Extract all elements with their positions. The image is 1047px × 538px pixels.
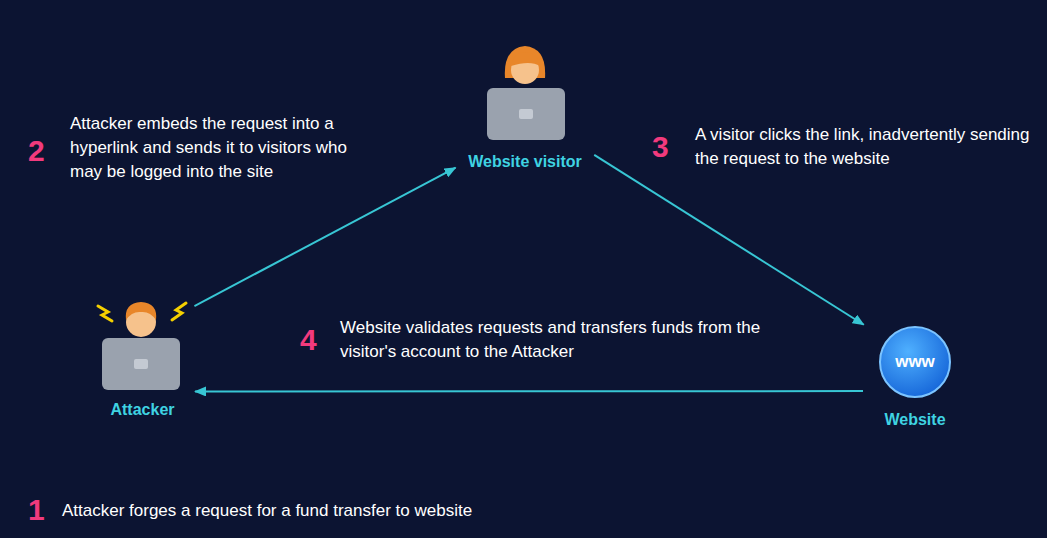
flow-arrow (194, 168, 455, 306)
callout-number: 1 (28, 493, 45, 527)
callout-number: 3 (652, 130, 669, 164)
flow-arrow (195, 390, 863, 392)
node-label: Website visitor (460, 152, 590, 172)
flow-arrow (594, 155, 864, 325)
globe-text: www (875, 350, 955, 374)
visitor-icon (487, 46, 565, 140)
visitor-node: Website visitor (460, 40, 590, 172)
step-text: Attacker forges a request for a fund tra… (62, 499, 472, 523)
attacker-icon (98, 302, 186, 390)
callout-number: 4 (300, 323, 317, 357)
step-text: A visitor clicks the link, inadvertently… (695, 123, 1040, 171)
callout-number: 2 (28, 134, 45, 168)
node-label: Attacker (95, 400, 190, 420)
website-node: Website (868, 322, 962, 430)
node-label: Website (868, 410, 962, 430)
step-text: Attacker embeds the request into a hyper… (70, 112, 382, 184)
attacker-node: Attacker (95, 296, 190, 420)
step-text: Website validates requests and transfers… (340, 316, 770, 364)
